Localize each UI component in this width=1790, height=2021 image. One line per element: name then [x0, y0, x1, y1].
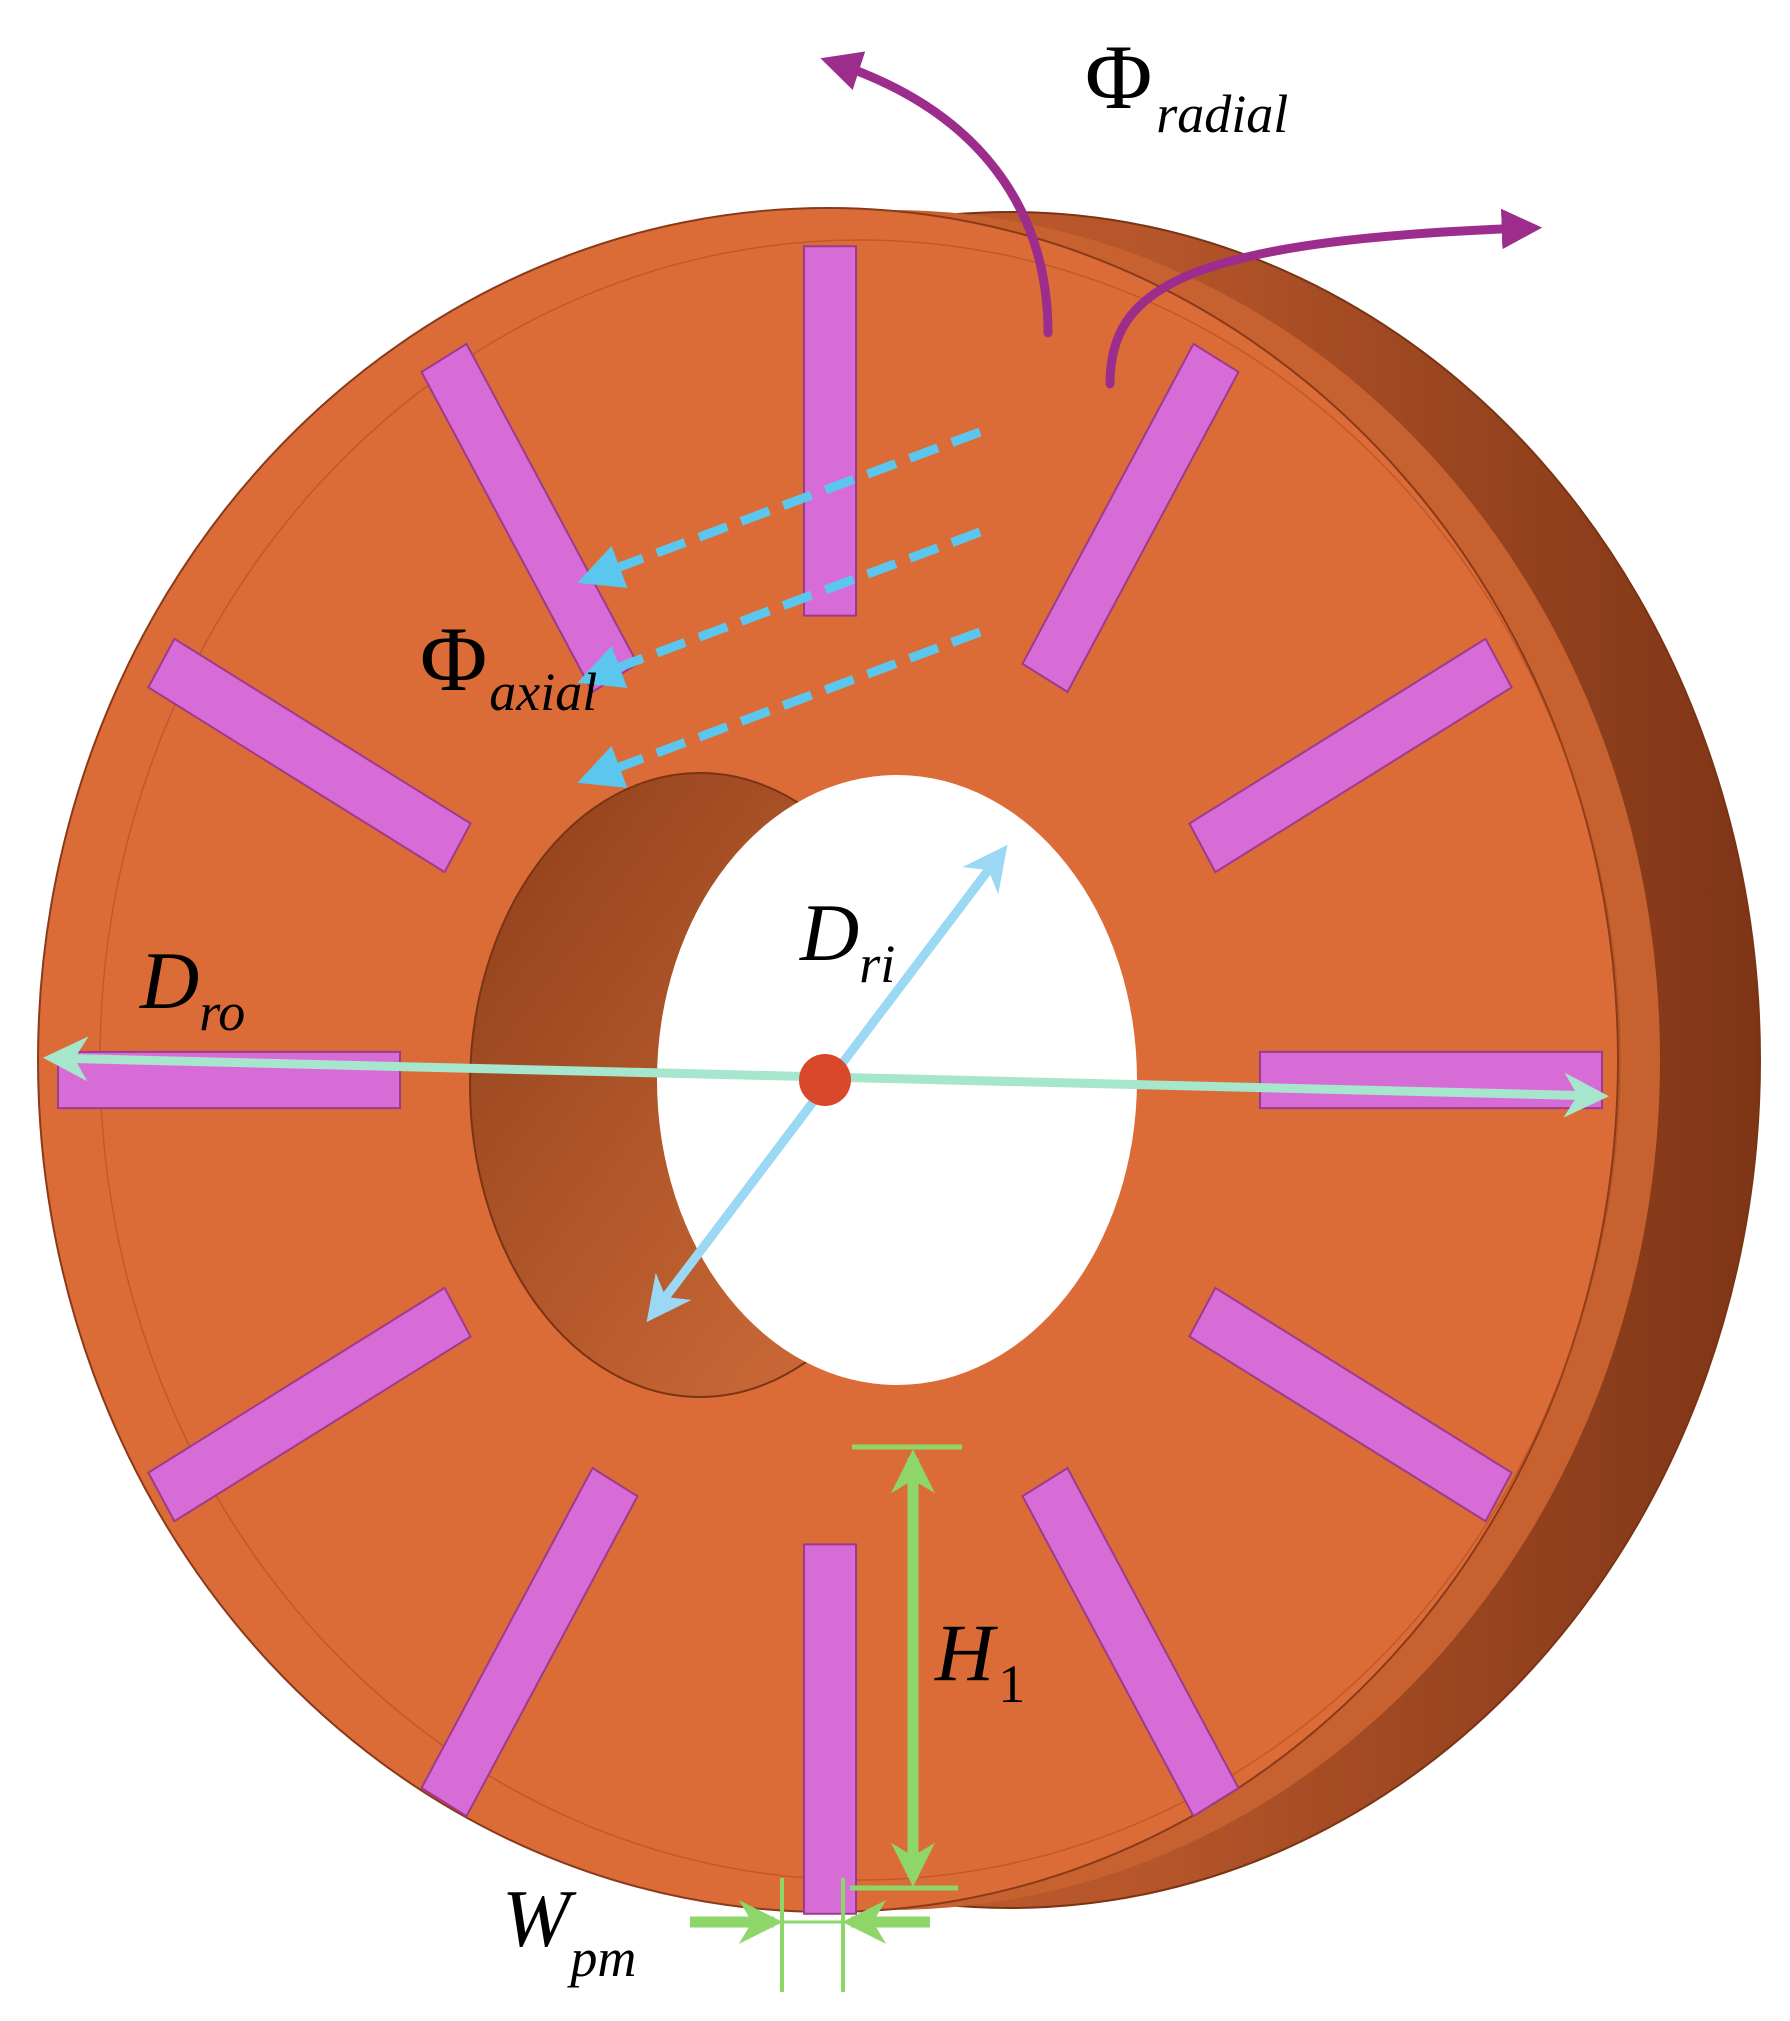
w-pm-label: Wpm: [502, 1873, 636, 1988]
magnet-bar: [147, 1286, 472, 1523]
magnet-width-dimension: [690, 1878, 930, 1992]
phi-axial-label: Φaxial: [420, 608, 597, 722]
radial-flux-arrow-right: [1105, 208, 1543, 389]
magnet-bar: [1021, 342, 1240, 694]
d-ri-label: Dri: [799, 887, 895, 994]
axial-flux-arrow-2: [577, 527, 982, 689]
magnet-height-dimension: [850, 1444, 962, 1891]
magnet-bar: [147, 637, 472, 874]
axial-flux-arrows: [577, 427, 982, 789]
magnet-bar: [1188, 637, 1513, 874]
h1-label: H1: [934, 1607, 1025, 1714]
radial-flux-arrows: [820, 51, 1543, 389]
magnet-bar: [1188, 1286, 1513, 1523]
center-point: [799, 1054, 851, 1106]
axial-flux-arrow-1: [577, 427, 982, 589]
d-ro-label: Dro: [139, 935, 245, 1042]
magnet-bar: [420, 1466, 639, 1818]
phi-radial-label: Φradial: [1085, 26, 1288, 144]
magnet-bar: [1259, 1050, 1603, 1110]
axial-flux-arrow-3: [577, 627, 982, 789]
magnet-bar: [803, 245, 857, 617]
magnet-bar: [1021, 1466, 1240, 1818]
magnet-bar: [803, 1543, 857, 1915]
radial-flux-arrow-left: [820, 51, 1053, 338]
